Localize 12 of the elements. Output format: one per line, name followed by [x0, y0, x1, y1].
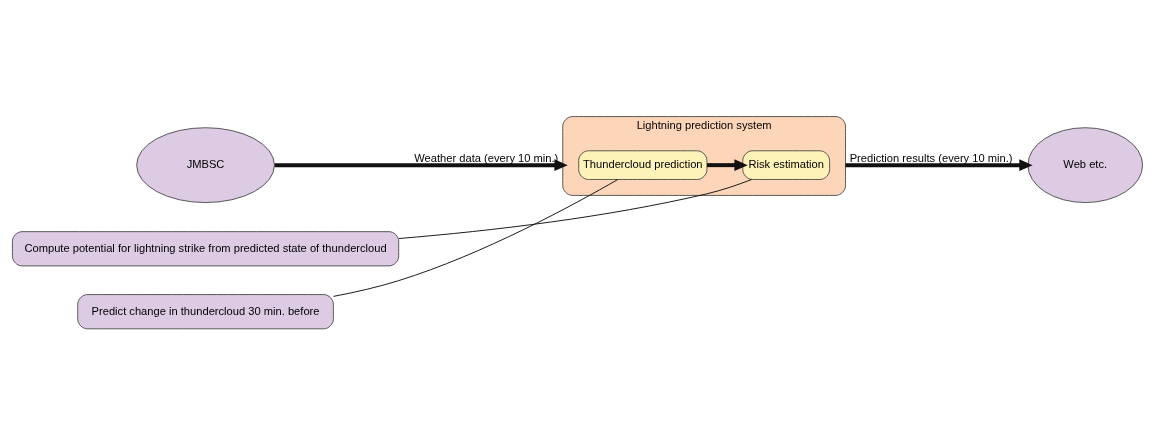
arrow — [845, 159, 1033, 171]
node-box: Compute potential for lightning strike from predicted state of thundercloud — [12, 231, 400, 267]
edge-label: Prediction results (every 10 min.) — [849, 152, 1013, 165]
node-box: Risk estimation — [742, 150, 830, 180]
node-box: Thundercloud prediction — [578, 150, 708, 180]
edge-label: Weather data (every 10 min.) — [414, 152, 559, 165]
node-ellipse: JMBSC — [136, 127, 275, 203]
node-box: Predict change in thundercloud 30 min. before — [77, 294, 334, 330]
node-ellipse: Web etc. — [1027, 127, 1143, 203]
arrow — [707, 159, 748, 171]
arrow — [274, 159, 568, 171]
connector — [398, 179, 753, 239]
